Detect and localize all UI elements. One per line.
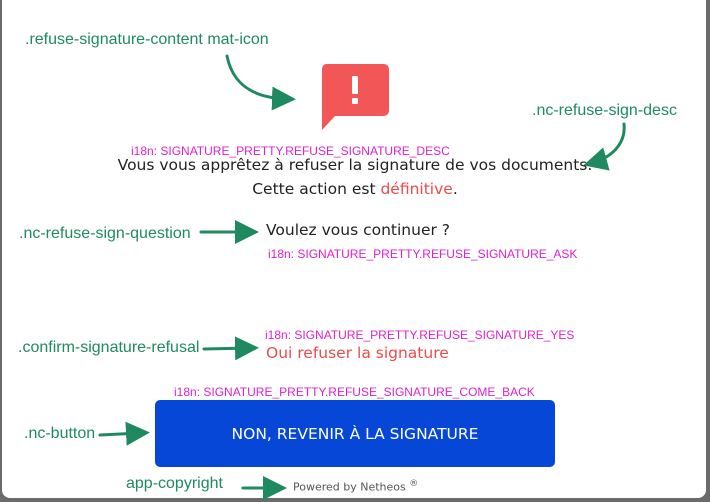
annotation-question-class: .nc-refuse-sign-question: [19, 225, 191, 242]
annotation-confirm-class: .confirm-signature-refusal: [18, 339, 200, 356]
refuse-sign-question: Voulez vous continuer ?: [266, 221, 451, 239]
i18n-key-yes: i18n: SIGNATURE_PRETTY.REFUSE_SIGNATURE_…: [265, 328, 575, 342]
confirm-signature-refusal-link[interactable]: Oui refuser la signature: [266, 344, 449, 362]
registered-mark: ®: [409, 479, 419, 489]
back-to-signature-button[interactable]: NON, REVENIR À LA SIGNATURE: [155, 400, 555, 467]
desc-emphasis: définitive: [380, 180, 453, 198]
annotation-desc-class: .nc-refuse-sign-desc: [532, 102, 677, 119]
i18n-key-come-back: i18n: SIGNATURE_PRETTY.REFUSE_SIGNATURE_…: [174, 385, 535, 399]
copyright-text: Powered by Netheos: [293, 480, 406, 494]
i18n-key-desc: i18n: SIGNATURE_PRETTY.REFUSE_SIGNATURE_…: [131, 144, 450, 158]
refuse-sign-desc-line2: Cette action est définitive.: [0, 180, 710, 198]
desc-suffix: .: [452, 180, 458, 198]
i18n-key-ask: i18n: SIGNATURE_PRETTY.REFUSE_SIGNATURE_…: [268, 247, 578, 261]
app-copyright: Powered by Netheos ®: [293, 479, 418, 494]
annotation-icon-class: .refuse-signature-content mat-icon: [25, 31, 269, 48]
refuse-sign-desc-line1: Vous vous apprêtez à refuser la signatur…: [117, 156, 593, 174]
annotation-copyright-class: app-copyright: [126, 475, 223, 492]
feedback-alert-icon: [322, 64, 389, 130]
desc-prefix: Cette action est: [252, 180, 381, 198]
annotation-button-class: .nc-button: [24, 425, 96, 442]
